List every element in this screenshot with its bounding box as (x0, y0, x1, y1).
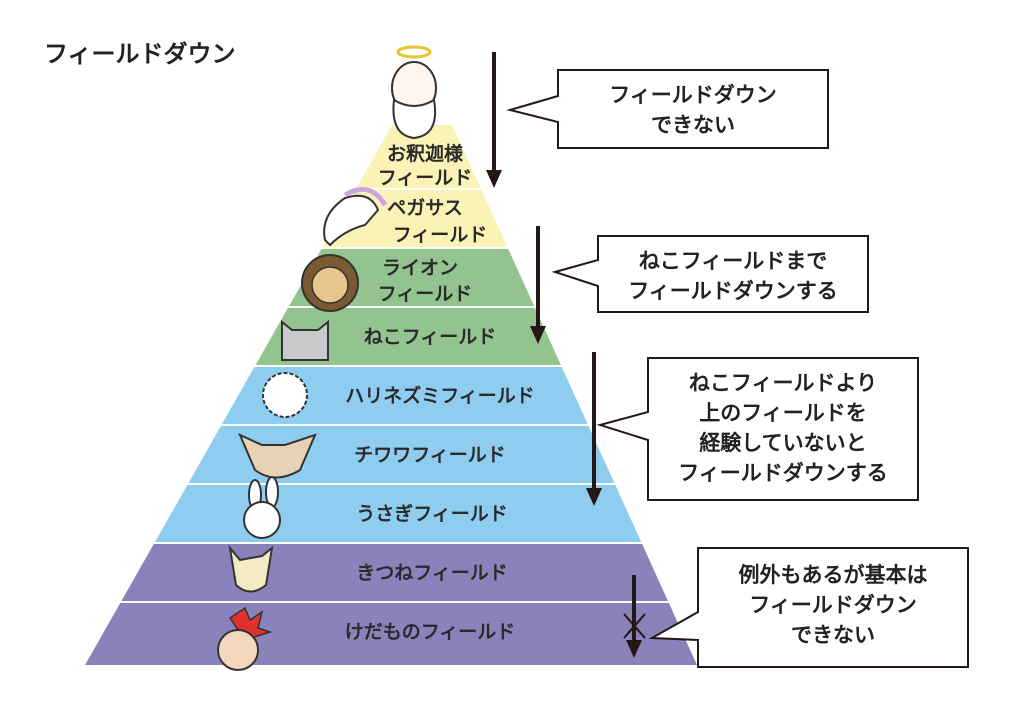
rabbit-icon (243, 476, 281, 539)
field-label-pegasus-1: ペガサス (387, 197, 463, 219)
field-label-pegasus-2: フィールド (393, 224, 488, 246)
cat-icon (281, 319, 329, 361)
field-label-fox: きつねフィールド (356, 562, 508, 584)
callout-text: フィールドダウンする (628, 279, 838, 303)
band-beast (85, 603, 697, 665)
field-label-lion-1: ライオン (382, 257, 458, 279)
callout-text: フィールドダウン (749, 593, 917, 617)
arrow-down-icon (586, 352, 602, 506)
lion-icon (301, 254, 359, 312)
callout-text: フィールドダウン (609, 83, 777, 107)
down-arrows (486, 52, 646, 658)
callout-2: ねこフィールドまで フィールドダウンする (551, 235, 869, 313)
callout-text: ねこフィールドより (689, 371, 877, 395)
callout-text: できない (791, 623, 875, 647)
pegasus-icon (323, 186, 388, 247)
field-label-cat: ねこフィールド (364, 326, 497, 348)
diagram-title: フィールドダウン (44, 40, 236, 68)
callout-4: 例外もあるが基本は フィールドダウン できない (648, 547, 969, 668)
field-label-rabbit: うさぎフィールド (356, 502, 508, 525)
callout-3: ねこフィールドより 上のフィールドを 経験していないと フィールドダウンする (596, 357, 919, 501)
callout-text: 例外もあるが基本は (739, 563, 928, 587)
callout-text: フィールドダウンする (678, 461, 888, 485)
field-label-chihuahua: チワワフィールド (354, 444, 506, 466)
band-cat (85, 308, 697, 365)
fox-icon (228, 544, 274, 593)
arrow-down-icon (486, 52, 502, 188)
field-label-lion-2: フィールド (378, 283, 473, 305)
chihuahua-icon (238, 433, 317, 479)
beast-icon (217, 606, 273, 671)
blocked-arrow-icon (623, 575, 646, 658)
field-label-hedgehog: ハリネズミフィールド (345, 384, 535, 407)
callout-text: ねこフィールドまで (639, 249, 828, 273)
field-label-beast: けだものフィールド (345, 621, 516, 643)
callout-1: フィールドダウン できない (506, 69, 829, 149)
field-label-buddha-2: フィールド (378, 167, 473, 189)
hedgehog-icon (262, 372, 308, 418)
arrow-down-icon (530, 226, 546, 344)
field-label-buddha-1: お釈迦様 (387, 142, 464, 165)
callout-text: 上のフィールドを (699, 401, 867, 425)
buddha-icon (391, 45, 437, 140)
band-buddha (85, 125, 697, 188)
band-fox (85, 544, 697, 601)
callout-text: 経験していないと (699, 431, 866, 455)
callout-text: できない (651, 113, 735, 137)
